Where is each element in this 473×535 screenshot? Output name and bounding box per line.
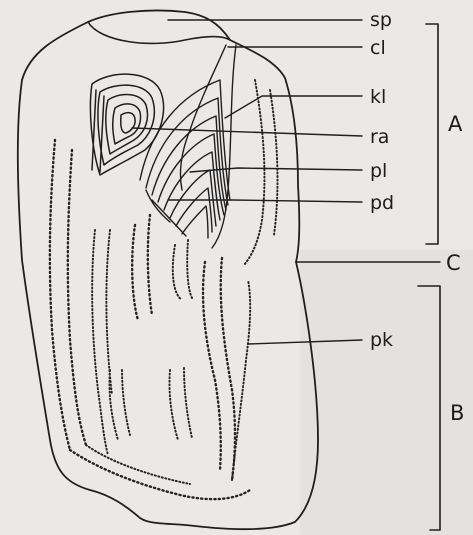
label-cl: cl [370, 37, 386, 59]
label-kl: kl [370, 86, 386, 108]
label-pd: pd [370, 192, 394, 214]
label-pl: pl [370, 160, 387, 182]
paper-band [300, 250, 473, 535]
label-sp: sp [370, 9, 392, 31]
region-label-a: A [448, 112, 463, 136]
label-ra: ra [370, 126, 389, 148]
label-pk: pk [370, 329, 393, 351]
region-label-b: B [450, 401, 464, 425]
region-label-c: C [446, 251, 461, 275]
